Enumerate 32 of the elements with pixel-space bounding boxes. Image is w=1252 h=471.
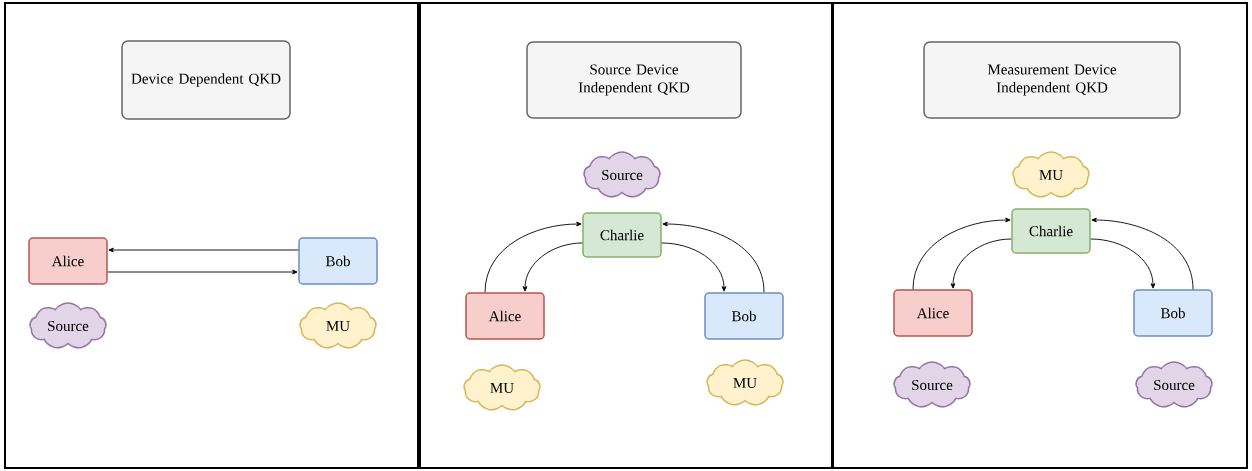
title-box: Device Dependent QKD: [121, 40, 291, 120]
panel-frame: [419, 2, 833, 469]
arrow: [661, 242, 727, 292]
title-box: Measurement Device Independent QKD: [923, 41, 1181, 119]
arrow: [912, 217, 1011, 290]
arrow: [484, 221, 582, 293]
mu-cloud: MU: [463, 364, 541, 411]
arrow: [107, 269, 298, 275]
arrow: [1090, 238, 1156, 289]
arrow: [950, 238, 1012, 289]
source-cloud: Source: [1135, 361, 1213, 408]
mu-cloud: MU: [706, 359, 784, 406]
arrow: [522, 242, 583, 292]
source-cloud: Source: [583, 151, 661, 198]
arrow: [662, 221, 765, 293]
party-box: Bob: [298, 237, 378, 285]
panel-frame: [832, 2, 1248, 469]
arrow: [108, 247, 299, 253]
party-box: Alice: [465, 292, 545, 340]
party-box: Alice: [28, 237, 108, 285]
source-cloud: Source: [29, 302, 107, 349]
party-box: Bob: [1133, 289, 1213, 337]
arrow: [1091, 217, 1194, 290]
mu-cloud: MU: [1012, 151, 1090, 198]
party-box: Alice: [893, 289, 973, 337]
source-cloud: Source: [893, 361, 971, 408]
party-box: Charlie: [582, 212, 662, 258]
title-box: Source Device Independent QKD: [526, 41, 742, 119]
party-box: Bob: [704, 292, 784, 340]
panel-frame: [4, 2, 419, 469]
mu-cloud: MU: [299, 302, 377, 349]
party-box: Charlie: [1011, 208, 1091, 254]
